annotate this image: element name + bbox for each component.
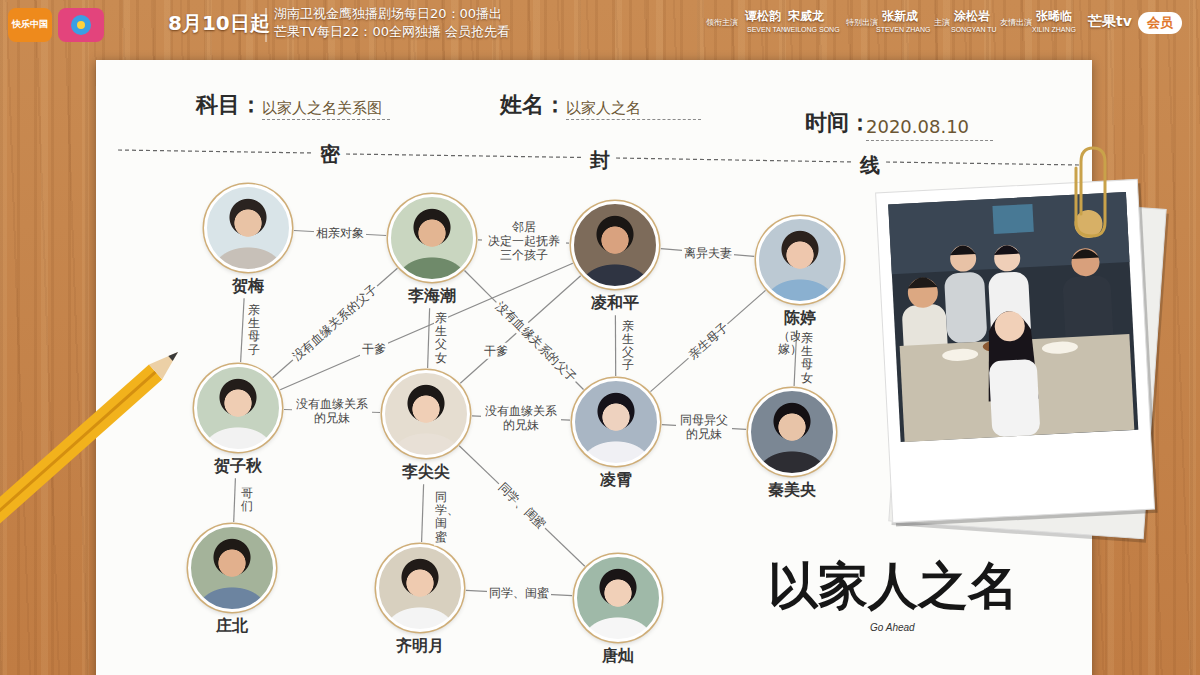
relation-label: 同学、闺蜜 — [493, 478, 551, 534]
credit-role: 友情出演 — [1000, 18, 1032, 28]
relation-label: 亲生母女 — [800, 330, 814, 387]
character-name: 贺梅 — [232, 276, 264, 295]
actor-name: 涂松岩 — [954, 9, 990, 23]
show-logo: 以家人之名 — [768, 556, 1018, 616]
relation-label: 亲生父子 — [621, 317, 635, 374]
relation-label: 干爹 — [482, 343, 510, 359]
field-name: 姓名： — [500, 92, 566, 118]
seal-char: 线 — [860, 153, 880, 177]
relation-line — [459, 446, 585, 566]
pencil — [0, 352, 178, 536]
actor-name-en: XILIN ZHANG — [1032, 26, 1076, 34]
character-name: 陈婷 — [784, 308, 816, 327]
actor-name-en: WEILONG SONG — [784, 26, 840, 34]
relation-label: 哥们 — [240, 485, 254, 515]
relation-line — [794, 330, 797, 386]
relation-label: 没有血缘关系 的兄妹 — [292, 396, 372, 427]
channel-logo — [8, 8, 52, 42]
show-logo-en: Go Ahead — [870, 622, 915, 634]
relation-label: 同母异父 的兄妹 — [676, 412, 732, 443]
relation-label: 同学、闺蜜 — [487, 585, 551, 601]
portrait-node: 庄北 — [188, 524, 276, 612]
relation-line — [465, 271, 584, 390]
relation-line — [234, 478, 236, 522]
portrait-node: 齐明月 — [376, 544, 464, 632]
theatre-logo — [58, 8, 104, 42]
character-name: 李海潮 — [408, 286, 456, 305]
actor-name: 张新成 — [882, 9, 918, 23]
actor-name-en: STEVEN ZHANG — [876, 26, 930, 34]
portrait-node: 贺梅 — [204, 184, 292, 272]
air-date: 8月10日起 — [168, 11, 270, 35]
character-name: 唐灿 — [602, 646, 634, 665]
character-name: 李尖尖 — [402, 462, 450, 481]
relation-label: 离异夫妻 — [682, 244, 734, 260]
relation-label: 亲生母子 — [683, 318, 733, 365]
portrait-node: 凌霄 — [572, 378, 660, 466]
actor-name: 张晞临 — [1036, 9, 1072, 23]
relation-label: 没有血缘关系 的兄妹 — [481, 403, 561, 434]
relation-label: 干爹 — [360, 341, 388, 357]
credit-role: 特别出演 — [846, 18, 878, 28]
note-label: （改嫁） — [778, 330, 790, 356]
actor-name-en: SONGYAN TU — [951, 26, 997, 34]
actor-name: 宋威龙 — [788, 9, 824, 23]
vip-text: 会员 — [1147, 15, 1173, 31]
credit-role: 领衔主演 — [706, 18, 738, 28]
character-name: 齐明月 — [396, 636, 444, 655]
credit-role: 主演 — [934, 18, 950, 28]
theatre-logo-dot — [71, 15, 91, 35]
paper-clip — [1076, 148, 1105, 236]
field-value: 2020.08.10 — [866, 116, 993, 141]
vip-badge — [1138, 12, 1182, 34]
relation-line — [428, 308, 430, 368]
portrait-node: 凌和平 — [571, 201, 659, 289]
seal-char: 封 — [590, 148, 610, 172]
character-name: 凌霄 — [600, 470, 632, 489]
actor-name: 谭松韵 — [745, 9, 781, 23]
portrait-node: 李海潮 — [388, 194, 476, 282]
seal-char: 密 — [320, 142, 340, 166]
portrait-node: 陈婷 — [756, 216, 844, 304]
schedule-line: 芒果TV每日22：00全网独播 会员抢先看 — [274, 24, 510, 40]
portrait-node: 贺子秋 — [194, 364, 282, 452]
field-name: 时间： — [805, 110, 871, 136]
field-value: 以家人之名关系图 — [262, 99, 390, 120]
theatre-logo-core — [77, 21, 85, 29]
character-name: 庄北 — [216, 616, 248, 635]
character-name: 秦美央 — [768, 480, 816, 499]
relation-label: 亲生父女 — [434, 310, 448, 367]
schedule-line: 湖南卫视金鹰独播剧场每日20：00播出 — [274, 6, 502, 22]
logo-text: 快乐中国 — [12, 19, 48, 30]
actor-name-en: SEVEN TAN — [747, 26, 786, 34]
portrait-node: 李尖尖 — [382, 370, 470, 458]
relation-line — [651, 290, 766, 391]
character-name: 凌和平 — [591, 293, 639, 312]
field-name: 科目： — [196, 92, 262, 118]
relation-label: 相亲对象 — [314, 225, 366, 241]
relation-label: 同学、闺蜜 — [434, 489, 448, 546]
character-name: 贺子秋 — [214, 456, 262, 475]
field-value: 以家人之名 — [566, 99, 701, 120]
relation-line — [615, 315, 616, 376]
relation-label: 亲生母子 — [247, 302, 261, 359]
relation-line — [241, 298, 245, 362]
platform-logo: 芒果tv — [1088, 13, 1132, 30]
relation-line — [273, 268, 398, 377]
portrait-node: 秦美央 — [748, 388, 836, 476]
portrait-node: 唐灿 — [574, 554, 662, 642]
relation-label: 邻居 决定一起抚养 三个孩子 — [482, 219, 566, 264]
relation-line — [422, 484, 424, 542]
polaroid-photo — [876, 179, 1158, 526]
